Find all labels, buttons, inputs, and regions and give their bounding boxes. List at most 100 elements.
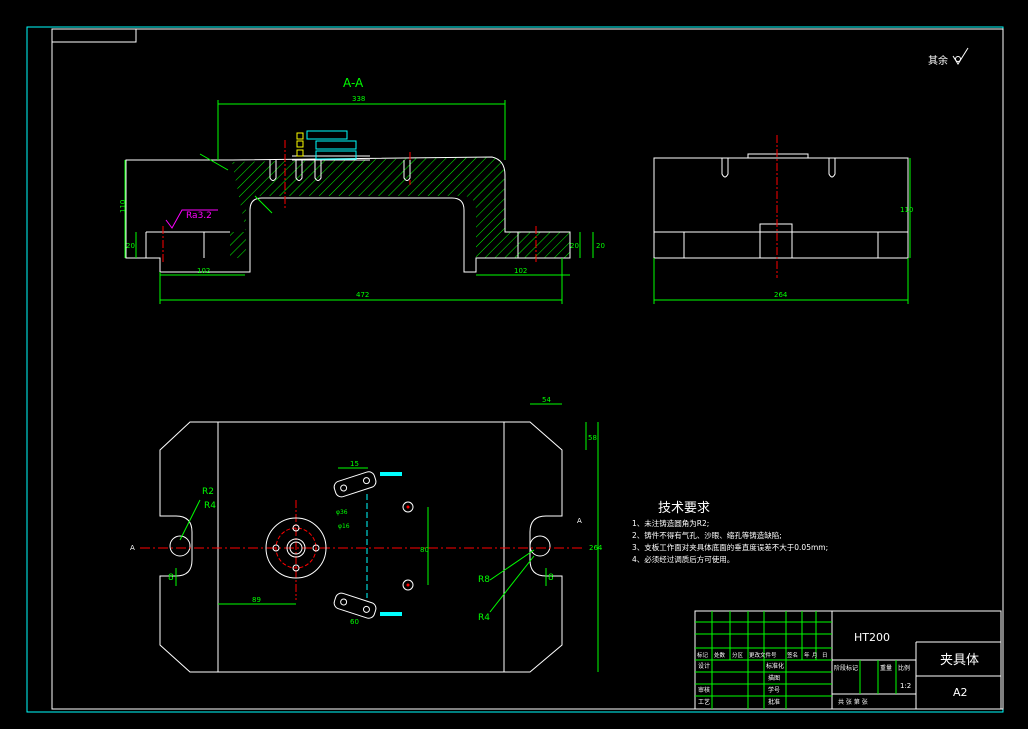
tb-header-6: 月 bbox=[812, 652, 818, 659]
leader-r-right-2 bbox=[489, 555, 535, 613]
radius-right-r4: R4 bbox=[478, 613, 490, 623]
side-view: 110 264 bbox=[653, 135, 913, 304]
section-title: A-A bbox=[343, 76, 364, 90]
dim-chamfer-h: 58 bbox=[588, 434, 597, 442]
tolerance-frame-1 bbox=[306, 130, 348, 140]
tech-item-2: 2、铸件不得有气孔、沙眼、缩孔等铸造缺陷; bbox=[632, 530, 782, 540]
boss-hole-1 bbox=[272, 544, 280, 552]
tech-requirements: 技术要求 1、未注铸造圆角为R2; 2、铸件不得有气孔、沙眼、缩孔等铸造缺陷; … bbox=[632, 501, 828, 564]
tb-header-row: 标记 处数 分区 更改文件号 签名 年 月 日 bbox=[697, 651, 828, 659]
tolerance-frame-3 bbox=[315, 150, 357, 160]
tb-sheets: 共 张 第 张 bbox=[838, 698, 868, 706]
section-mark-right: A bbox=[577, 517, 582, 525]
locating-hole-1-c bbox=[406, 505, 410, 509]
tb-material: HT200 bbox=[854, 631, 890, 644]
dim-chamfer-w: 54 bbox=[542, 396, 551, 404]
tb-role-std: 标准化 bbox=[766, 662, 784, 670]
leader-r-right-1 bbox=[489, 549, 535, 581]
clamp-handle-top bbox=[380, 472, 402, 476]
tech-title: 技术要求 bbox=[658, 501, 710, 516]
plan-view: 80 89 54 58 264 8 8 15 60 φ36 φ16 R2 R4 … bbox=[130, 396, 603, 673]
roughness-mark-icon bbox=[165, 209, 218, 229]
clamp-top-hole-2 bbox=[362, 477, 370, 485]
tolerance-frame-2 bbox=[315, 140, 357, 150]
tb-header-5: 年 bbox=[804, 651, 810, 659]
clamp-handle-bottom bbox=[380, 612, 402, 616]
tb-stage-mark: 阶段标记 bbox=[834, 664, 858, 672]
side-pin-1 bbox=[721, 158, 729, 178]
plan-slot-left bbox=[169, 535, 191, 557]
tb-role-review: 审核 bbox=[698, 686, 710, 694]
tb-stage-weight: 重量 bbox=[880, 664, 892, 672]
dim-left-b: 8 bbox=[168, 573, 174, 583]
tolerance-box-3 bbox=[296, 149, 304, 157]
tb-role-process: 工艺 bbox=[698, 698, 710, 706]
dim-right-foot-height: 20 bbox=[570, 242, 579, 250]
side-center-slot bbox=[759, 223, 793, 259]
locating-hole-1 bbox=[402, 501, 414, 513]
section-outline bbox=[125, 156, 571, 273]
side-dim-height: 110 bbox=[900, 206, 913, 214]
dim-offset: 89 bbox=[252, 596, 261, 604]
tb-header-4: 签名 bbox=[787, 651, 798, 659]
section-hatch bbox=[230, 157, 570, 258]
dim-right-b: 8 bbox=[548, 573, 554, 583]
dim-hole-a: φ36 bbox=[336, 509, 348, 516]
dim-top-width: 338 bbox=[352, 95, 365, 103]
leader-line-2 bbox=[254, 195, 273, 214]
plan-outline bbox=[159, 421, 563, 673]
tb-header-7: 日 bbox=[822, 652, 828, 659]
clamp-bottom-hole-2 bbox=[362, 605, 370, 613]
locating-hole-2 bbox=[402, 579, 414, 591]
boss-pcd bbox=[275, 527, 317, 569]
tb-header-2: 分区 bbox=[732, 651, 744, 659]
clamp-plate-top bbox=[333, 471, 377, 498]
dim-left-height: 110 bbox=[119, 200, 127, 213]
leader-line-1 bbox=[199, 153, 229, 171]
section-view: A-A 338 bbox=[119, 76, 605, 304]
dim-right-small: 20 bbox=[596, 242, 605, 250]
boss-hole-3 bbox=[292, 524, 300, 532]
boss-bore-inner bbox=[289, 541, 303, 555]
code-box bbox=[51, 28, 137, 43]
radius-left-r2: R2 bbox=[202, 487, 214, 497]
dim-hole-spacing: 80 bbox=[420, 546, 429, 554]
dim-left-foot-width: 102 bbox=[197, 267, 210, 275]
tb-mid-number: 学号 bbox=[768, 686, 780, 694]
section-mark-left: A bbox=[130, 544, 135, 552]
dim-left-foot-height: 20 bbox=[126, 242, 135, 250]
pin-slot-2 bbox=[295, 160, 303, 181]
tb-header-0: 标记 bbox=[697, 651, 709, 659]
tech-item-1: 1、未注铸造圆角为R2; bbox=[632, 518, 709, 528]
tb-mid-approve: 批准 bbox=[768, 698, 780, 706]
plan-slot-right bbox=[529, 535, 551, 557]
dim-right-foot-width: 102 bbox=[514, 267, 527, 275]
roughness-circle-icon bbox=[955, 56, 961, 62]
tolerance-box-1 bbox=[296, 132, 304, 140]
roughness-symbol-icon bbox=[952, 47, 969, 65]
boss-hole-2 bbox=[312, 544, 320, 552]
tech-item-3: 3、支板工作面对夹具体底面的垂直度误差不大于0.05mm; bbox=[632, 542, 828, 552]
tolerance-box-2 bbox=[296, 140, 304, 148]
pin-slot-3 bbox=[314, 160, 322, 181]
radius-left-r4: R4 bbox=[204, 501, 216, 511]
tb-sheet-size: A2 bbox=[953, 686, 968, 699]
radius-right-r8: R8 bbox=[478, 575, 490, 585]
outer-frame bbox=[26, 26, 1004, 713]
pin-slot-1 bbox=[269, 160, 277, 181]
side-top-pad bbox=[747, 153, 809, 159]
boss-bore bbox=[286, 538, 306, 558]
clamp-top-hole-1 bbox=[340, 484, 348, 492]
tb-role-design: 设计 bbox=[698, 662, 710, 670]
roughness-value: Ra3.2 bbox=[186, 211, 212, 221]
dim-slot-b: 60 bbox=[350, 618, 359, 626]
dim-slot-15: 15 bbox=[350, 460, 359, 468]
dim-overall-height: 264 bbox=[589, 544, 603, 552]
tb-header-1: 处数 bbox=[714, 651, 726, 659]
tb-header-3: 更改文件号 bbox=[749, 651, 777, 659]
boss-hole-4 bbox=[292, 564, 300, 572]
tb-scale: 1:2 bbox=[900, 682, 911, 690]
tb-roles: 设计 审核 工艺 标准化 描图 学号 批准 阶段标记 重量 比例 共 张 第 张 bbox=[698, 662, 910, 706]
side-dim-width: 264 bbox=[774, 291, 788, 299]
